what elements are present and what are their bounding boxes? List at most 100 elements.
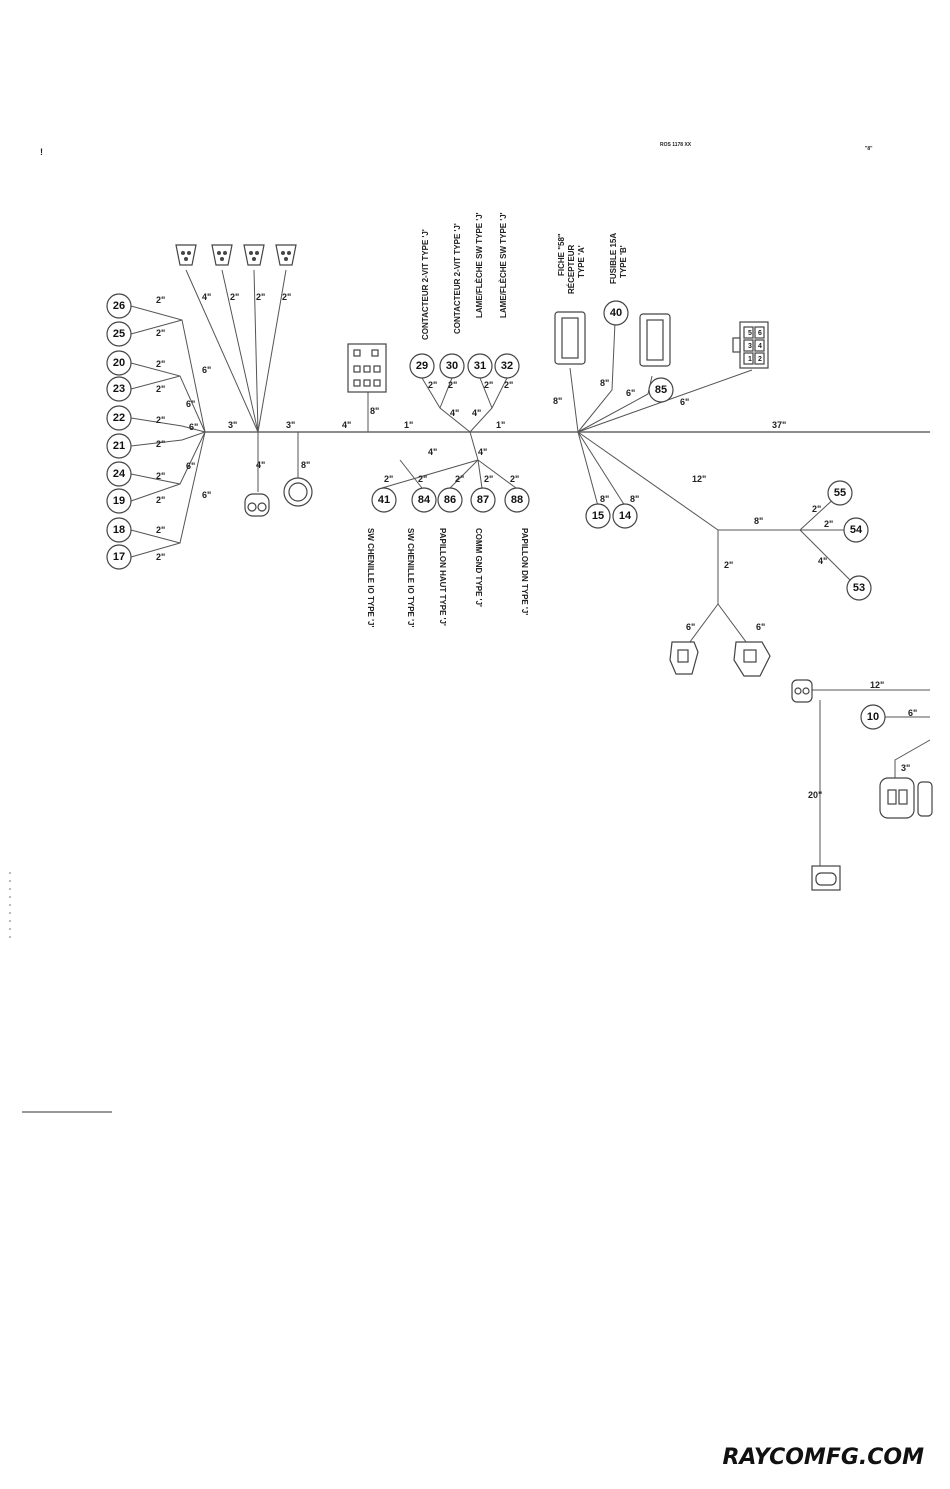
len-2-j: 2" — [156, 552, 165, 562]
wire-length-labels: 2" 2" 2" 2" 2" 2" 2" 2" 2" 2" 6" 6" 6" 6… — [156, 292, 917, 800]
label-29: CONTACTEUR 2-VIT TYPE 'J' — [421, 229, 430, 340]
connector-20 — [106, 350, 132, 376]
connector-87-label: 87 — [477, 494, 489, 506]
connector-32 — [494, 353, 520, 379]
len-2-e: 2" — [156, 415, 165, 425]
len-4-low-b: 4" — [478, 447, 487, 457]
connector-18 — [106, 517, 132, 543]
label-87: COMM GND TYPE 'J' — [474, 528, 483, 607]
len-6-b: 6" — [186, 399, 195, 409]
len-4-mid-b: 4" — [472, 408, 481, 418]
len-12-lower: 12" — [870, 680, 884, 690]
len-8-fuse: 8" — [600, 378, 609, 388]
len-3-b: 3" — [286, 420, 295, 430]
len-8-15: 8" — [600, 494, 609, 504]
len-12-branch: 12" — [692, 474, 706, 484]
len-6-85: 6" — [626, 388, 635, 398]
len-2-i: 2" — [156, 525, 165, 535]
connector-26 — [106, 293, 132, 319]
pin-6: 6 — [758, 330, 762, 337]
connector-22-label: 22 — [113, 412, 125, 424]
connector-41-label: 41 — [378, 494, 390, 506]
len-8-14: 8" — [630, 494, 639, 504]
len-4-low-a: 4" — [428, 447, 437, 457]
len-37: 37" — [772, 420, 786, 430]
len-2-d: 2" — [156, 384, 165, 394]
connector-53 — [846, 575, 872, 601]
header-mark-left: ! — [40, 147, 43, 157]
len-6-d: 6" — [186, 461, 195, 471]
label-recepteur: RÉCEPTEUR — [567, 244, 576, 294]
connector-54-label: 54 — [850, 524, 863, 536]
len-8-round: 8" — [301, 460, 310, 470]
len-4-trunk: 4" — [342, 420, 351, 430]
pin-3: 3 — [748, 343, 752, 350]
connector-30-label: 30 — [446, 360, 458, 372]
connector-29-label: 29 — [416, 360, 428, 372]
connector-25 — [106, 321, 132, 347]
connector-85 — [648, 377, 674, 403]
label-88: PAPILLON DN TYPE 'J' — [520, 528, 529, 615]
top-vertical-labels: CONTACTEUR 2-VIT TYPE 'J' CONTACTEUR 2-V… — [421, 212, 628, 340]
connector-15-label: 15 — [592, 510, 604, 522]
len-6-socket: 6" — [680, 397, 689, 407]
len-2-top-c: 2" — [282, 292, 291, 302]
circle-connectors: 26 25 20 23 22 21 24 19 18 17 29 30 31 3… — [106, 293, 886, 730]
connector-54 — [843, 517, 869, 543]
connector-19 — [106, 488, 132, 514]
len-6-c: 6" — [189, 422, 198, 432]
connector-87 — [470, 487, 496, 513]
connector-21 — [106, 433, 132, 459]
label-86: PAPILLON HAUT TYPE 'J' — [438, 528, 447, 626]
len-2-41: 2" — [384, 474, 393, 484]
round-plug-icon — [283, 477, 313, 507]
len-4-top: 4" — [202, 292, 211, 302]
len-2-a: 2" — [156, 295, 165, 305]
pin-2: 2 — [758, 356, 762, 363]
brand-watermark: RAYCOMFG.COM — [722, 1445, 924, 1470]
connector-30 — [439, 353, 465, 379]
connector-22 — [106, 405, 132, 431]
connector-17-label: 17 — [113, 551, 125, 563]
fuse-block-icon — [639, 313, 671, 367]
len-2-top-a: 2" — [230, 292, 239, 302]
label-31: LAME/FLÈCHE SW TYPE 'J' — [475, 212, 484, 318]
connector-40-label: 40 — [610, 307, 622, 319]
connector-20-label: 20 — [113, 357, 125, 369]
header-mark-mid: ROS 1178 XX — [660, 142, 692, 148]
lower-plug-right-icon — [733, 641, 771, 677]
label-type-a: TYPE 'A' — [577, 245, 586, 278]
connector-55 — [827, 480, 853, 506]
connector-88-label: 88 — [511, 494, 523, 506]
len-2-86: 2" — [455, 474, 464, 484]
connector-84 — [411, 487, 437, 513]
len-8-receiver: 8" — [553, 396, 562, 406]
four-pin-plug-icon — [879, 777, 933, 819]
len-6-low-right: 6" — [756, 622, 765, 632]
connector-18-label: 18 — [113, 524, 125, 536]
len-2-84: 2" — [418, 474, 427, 484]
connector-10-label: 10 — [867, 711, 879, 723]
connector-31 — [467, 353, 493, 379]
len-6-10: 6" — [908, 708, 917, 718]
mid-breakout-wires — [381, 377, 517, 489]
len-2-29: 2" — [428, 380, 437, 390]
connector-10 — [860, 704, 886, 730]
connector-15 — [585, 503, 611, 529]
connector-21-label: 21 — [113, 440, 125, 452]
len-6-low-left: 6" — [686, 622, 695, 632]
connector-85-label: 85 — [655, 384, 667, 396]
connector-88 — [504, 487, 530, 513]
len-20: 20" — [808, 790, 822, 800]
connector-29 — [409, 353, 435, 379]
connector-14 — [612, 503, 638, 529]
len-1-b: 1" — [496, 420, 505, 430]
connector-14-label: 14 — [619, 510, 632, 522]
connector-24-label: 24 — [113, 468, 126, 480]
len-2-87: 2" — [484, 474, 493, 484]
label-84: SW CHENILLE IO TYPE 'J' — [406, 528, 415, 627]
plug-connectors: 5 6 3 4 1 2 — [175, 244, 933, 891]
len-2-55: 2" — [812, 504, 821, 514]
connector-23 — [106, 376, 132, 402]
